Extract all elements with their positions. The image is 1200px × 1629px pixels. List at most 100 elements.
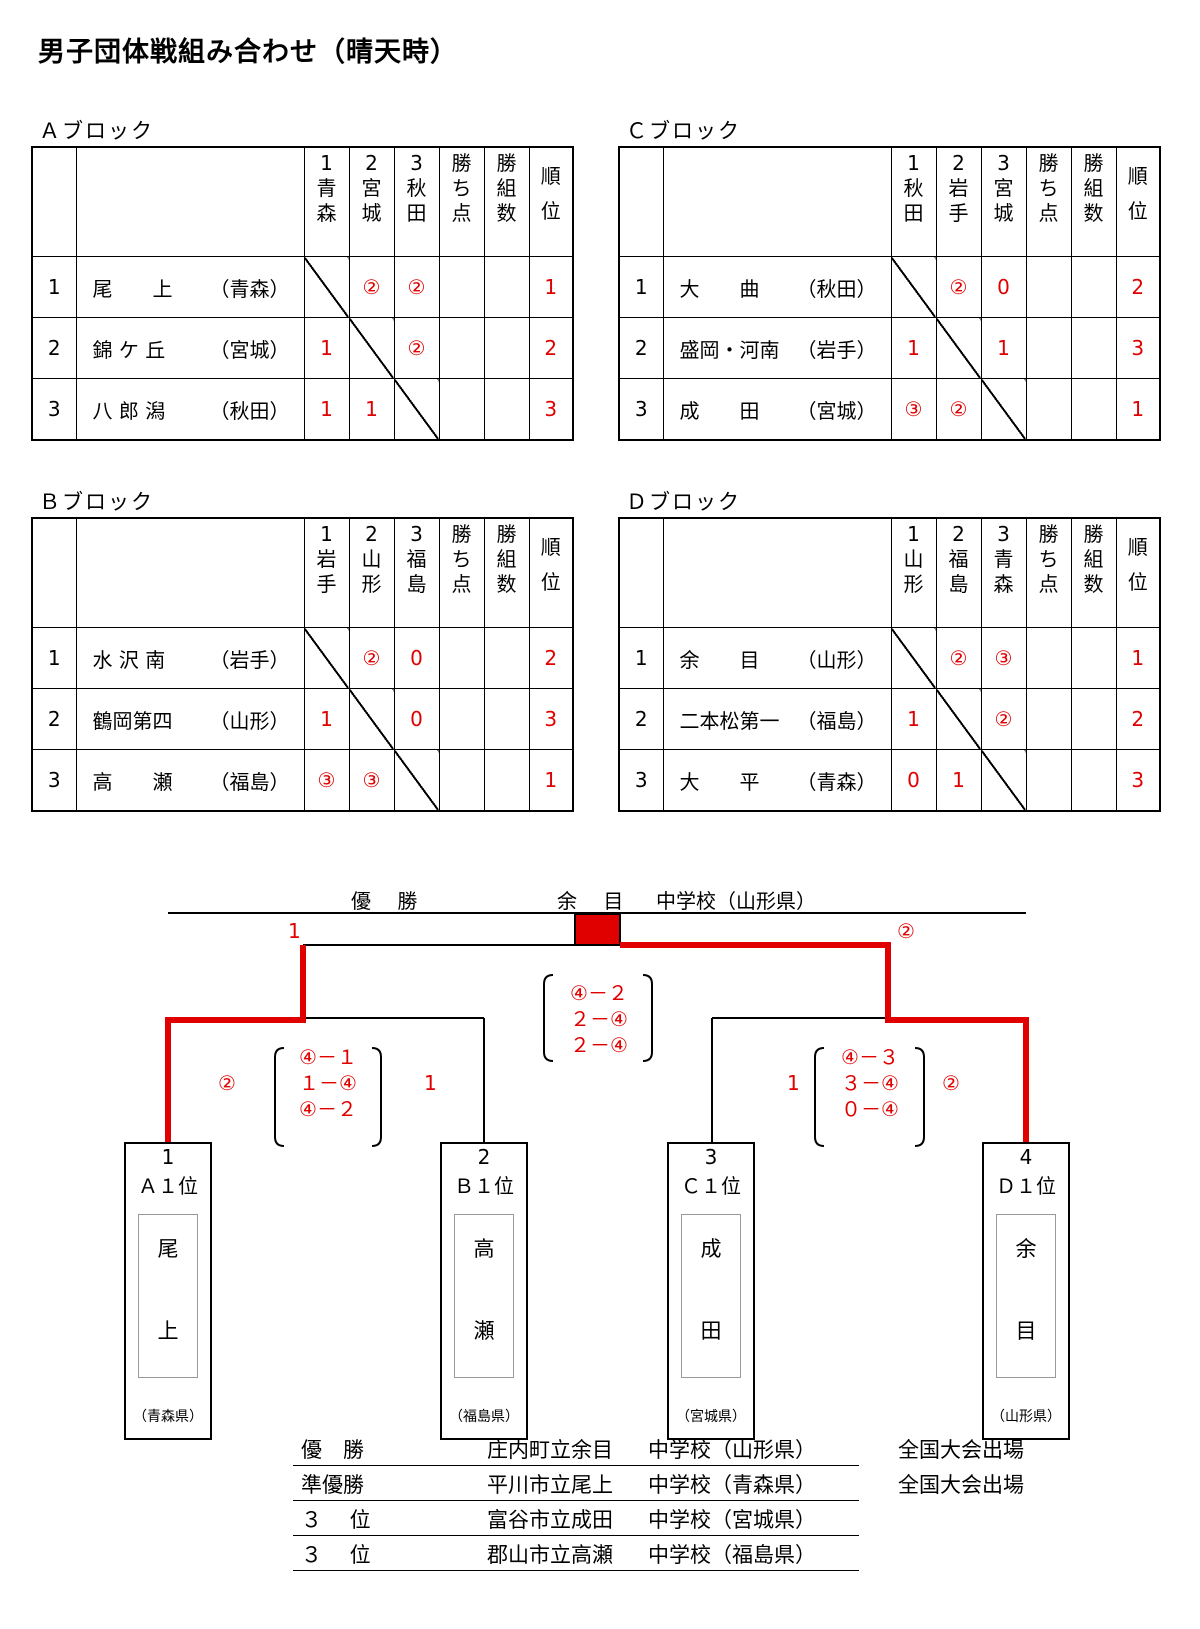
team-name: 水 沢 南 — [92, 647, 166, 672]
team-number: 2 — [618, 688, 664, 750]
points-cell — [438, 317, 485, 379]
team-name: 二本松第一 — [679, 708, 780, 733]
result-note: 全国大会出場 — [898, 1473, 1024, 1497]
entry-prefecture: （青森県） — [133, 1409, 203, 1425]
semi-left-left-score: ② — [218, 1071, 236, 1095]
result-school-suffix: 中学校（青森県） — [648, 1473, 816, 1497]
result-place: ３ 位 — [301, 1543, 371, 1567]
wins-cell — [483, 688, 530, 750]
wins-header: 勝組数 — [483, 146, 530, 257]
tournament-bracket — [165, 912, 1029, 1147]
match-result: 0 — [890, 749, 937, 812]
final-left-score: 1 — [288, 919, 301, 943]
rank-cell: 2 — [528, 627, 574, 689]
wins-cell — [1070, 378, 1117, 441]
team-cell: 八 郎 潟 （秋田） — [75, 378, 305, 441]
points-header: 勝ち点 — [438, 517, 485, 628]
rank-cell: 3 — [1115, 749, 1161, 812]
self-match-cell — [348, 688, 395, 750]
result-row: 準優勝 平川市立尾上 中学校（青森県） — [293, 1466, 859, 1501]
result-row: ３ 位 郡山市立高瀬 中学校（福島県） — [293, 1536, 859, 1571]
match-result: ② — [348, 627, 395, 689]
result-place: ３ 位 — [301, 1508, 371, 1532]
team-cell: 錦 ケ 丘 （宮城） — [75, 317, 305, 379]
entry-school-char: 上 — [157, 1319, 179, 1343]
match-result: 1 — [890, 317, 937, 379]
points-cell — [1025, 688, 1072, 750]
bracket-entry: 2 Ｂ１位 高 瀬 （福島県） — [440, 1142, 528, 1440]
team-name: 八 郎 潟 — [92, 398, 166, 423]
result-row: 優 勝 庄内町立余目 中学校（山形県） — [293, 1431, 859, 1466]
self-match-cell — [980, 378, 1027, 441]
result-school: 平川市立尾上 — [487, 1473, 613, 1497]
match-result: ③ — [303, 749, 350, 812]
entry-school-char: 高 — [473, 1237, 495, 1261]
match-result: 1 — [348, 378, 395, 441]
team-prefecture: （山形） — [209, 708, 290, 733]
semi-right-left-score: 1 — [787, 1071, 800, 1095]
team-prefecture: （秋田） — [796, 276, 877, 301]
team-number: 1 — [31, 627, 77, 689]
rank-cell: 2 — [1115, 256, 1161, 318]
team-name: 高 瀬 — [92, 769, 173, 794]
team-cell: 二本松第一 （福島） — [662, 688, 892, 750]
result-place: 優 勝 — [301, 1438, 364, 1462]
champion-name: 余 目 — [557, 889, 624, 913]
bracket-entry: 3 Ｃ１位 成 田 （宮城県） — [667, 1142, 755, 1440]
match-result: 1 — [303, 378, 350, 441]
entry-school-char: 田 — [700, 1319, 722, 1343]
champion-marker — [574, 913, 621, 946]
team-name: 成 田 — [679, 398, 760, 423]
result-school-suffix: 中学校（福島県） — [648, 1543, 816, 1567]
winner-path-left — [165, 945, 306, 1142]
points-cell — [438, 256, 485, 318]
team-prefecture: （山形） — [796, 647, 877, 672]
team-cell: 尾 上 （青森） — [75, 256, 305, 318]
self-match-cell — [303, 256, 350, 318]
team-name: 盛岡・河南 — [679, 337, 780, 362]
entry-position: Ｄ１位 — [996, 1174, 1056, 1198]
block-label: Ｂブロック — [39, 490, 154, 514]
rank-cell: 1 — [1115, 627, 1161, 689]
team-cell: 鶴岡第四 （山形） — [75, 688, 305, 750]
wins-cell — [1070, 317, 1117, 379]
rank-cell: 2 — [528, 317, 574, 379]
team-prefecture: （宮城） — [209, 337, 290, 362]
team-prefecture: （福島） — [209, 769, 290, 794]
team-prefecture: （宮城） — [796, 398, 877, 423]
points-cell — [438, 749, 485, 812]
wins-cell — [483, 378, 530, 441]
block-label: Ｄブロック — [626, 490, 741, 514]
team-prefecture: （青森） — [796, 769, 877, 794]
match-result: 1 — [980, 317, 1027, 379]
bracket-entry: 1 Ａ１位 尾 上 （青森県） — [124, 1142, 212, 1440]
bracket-entry: 4 Ｄ１位 余 目 （山形県） — [982, 1142, 1070, 1440]
team-cell: 成 田 （宮城） — [662, 378, 892, 441]
result-school: 庄内町立余目 — [487, 1438, 613, 1462]
entry-school-box: 成 田 — [681, 1214, 741, 1378]
rank-cell: 1 — [528, 749, 574, 812]
final-right-score: ② — [897, 919, 915, 943]
team-name: 余 目 — [679, 647, 760, 672]
team-prefecture: （岩手） — [796, 337, 877, 362]
